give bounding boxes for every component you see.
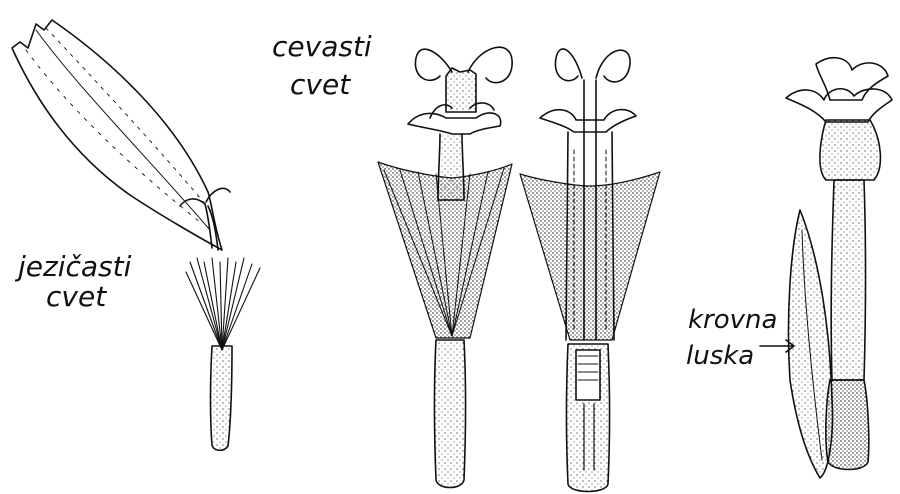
- tube-floret-label-line1: cevasti: [272, 30, 372, 63]
- scale-label-line1: krovna: [688, 305, 777, 335]
- ray-floret-label-line1: jezičasti: [14, 250, 132, 283]
- floret-with-scale: [760, 58, 892, 478]
- scale-label-line2: luska: [686, 341, 754, 371]
- tube-floret-corolla: [408, 113, 501, 134]
- tube-floret-ovary: [435, 340, 466, 488]
- ray-floret: [12, 20, 260, 450]
- scale-bract: [788, 210, 832, 478]
- scale-arrow: [760, 340, 794, 352]
- tube-floret-exterior: [378, 47, 512, 487]
- ray-floret-pappus: [186, 258, 260, 350]
- ray-floret-ligule: [12, 20, 222, 250]
- tube-floret-label-line2: cvet: [290, 68, 351, 101]
- scale-floret-corolla: [820, 120, 880, 180]
- ray-floret-ovary: [211, 346, 233, 450]
- tube-floret-anther-tube: [446, 68, 476, 112]
- scale-floret-tube: [831, 180, 865, 380]
- tube-floret-pappus: [378, 162, 512, 338]
- tube-floret-section: [520, 49, 660, 492]
- ray-floret-label-line2: cvet: [46, 280, 107, 313]
- section-pappus: [520, 172, 660, 340]
